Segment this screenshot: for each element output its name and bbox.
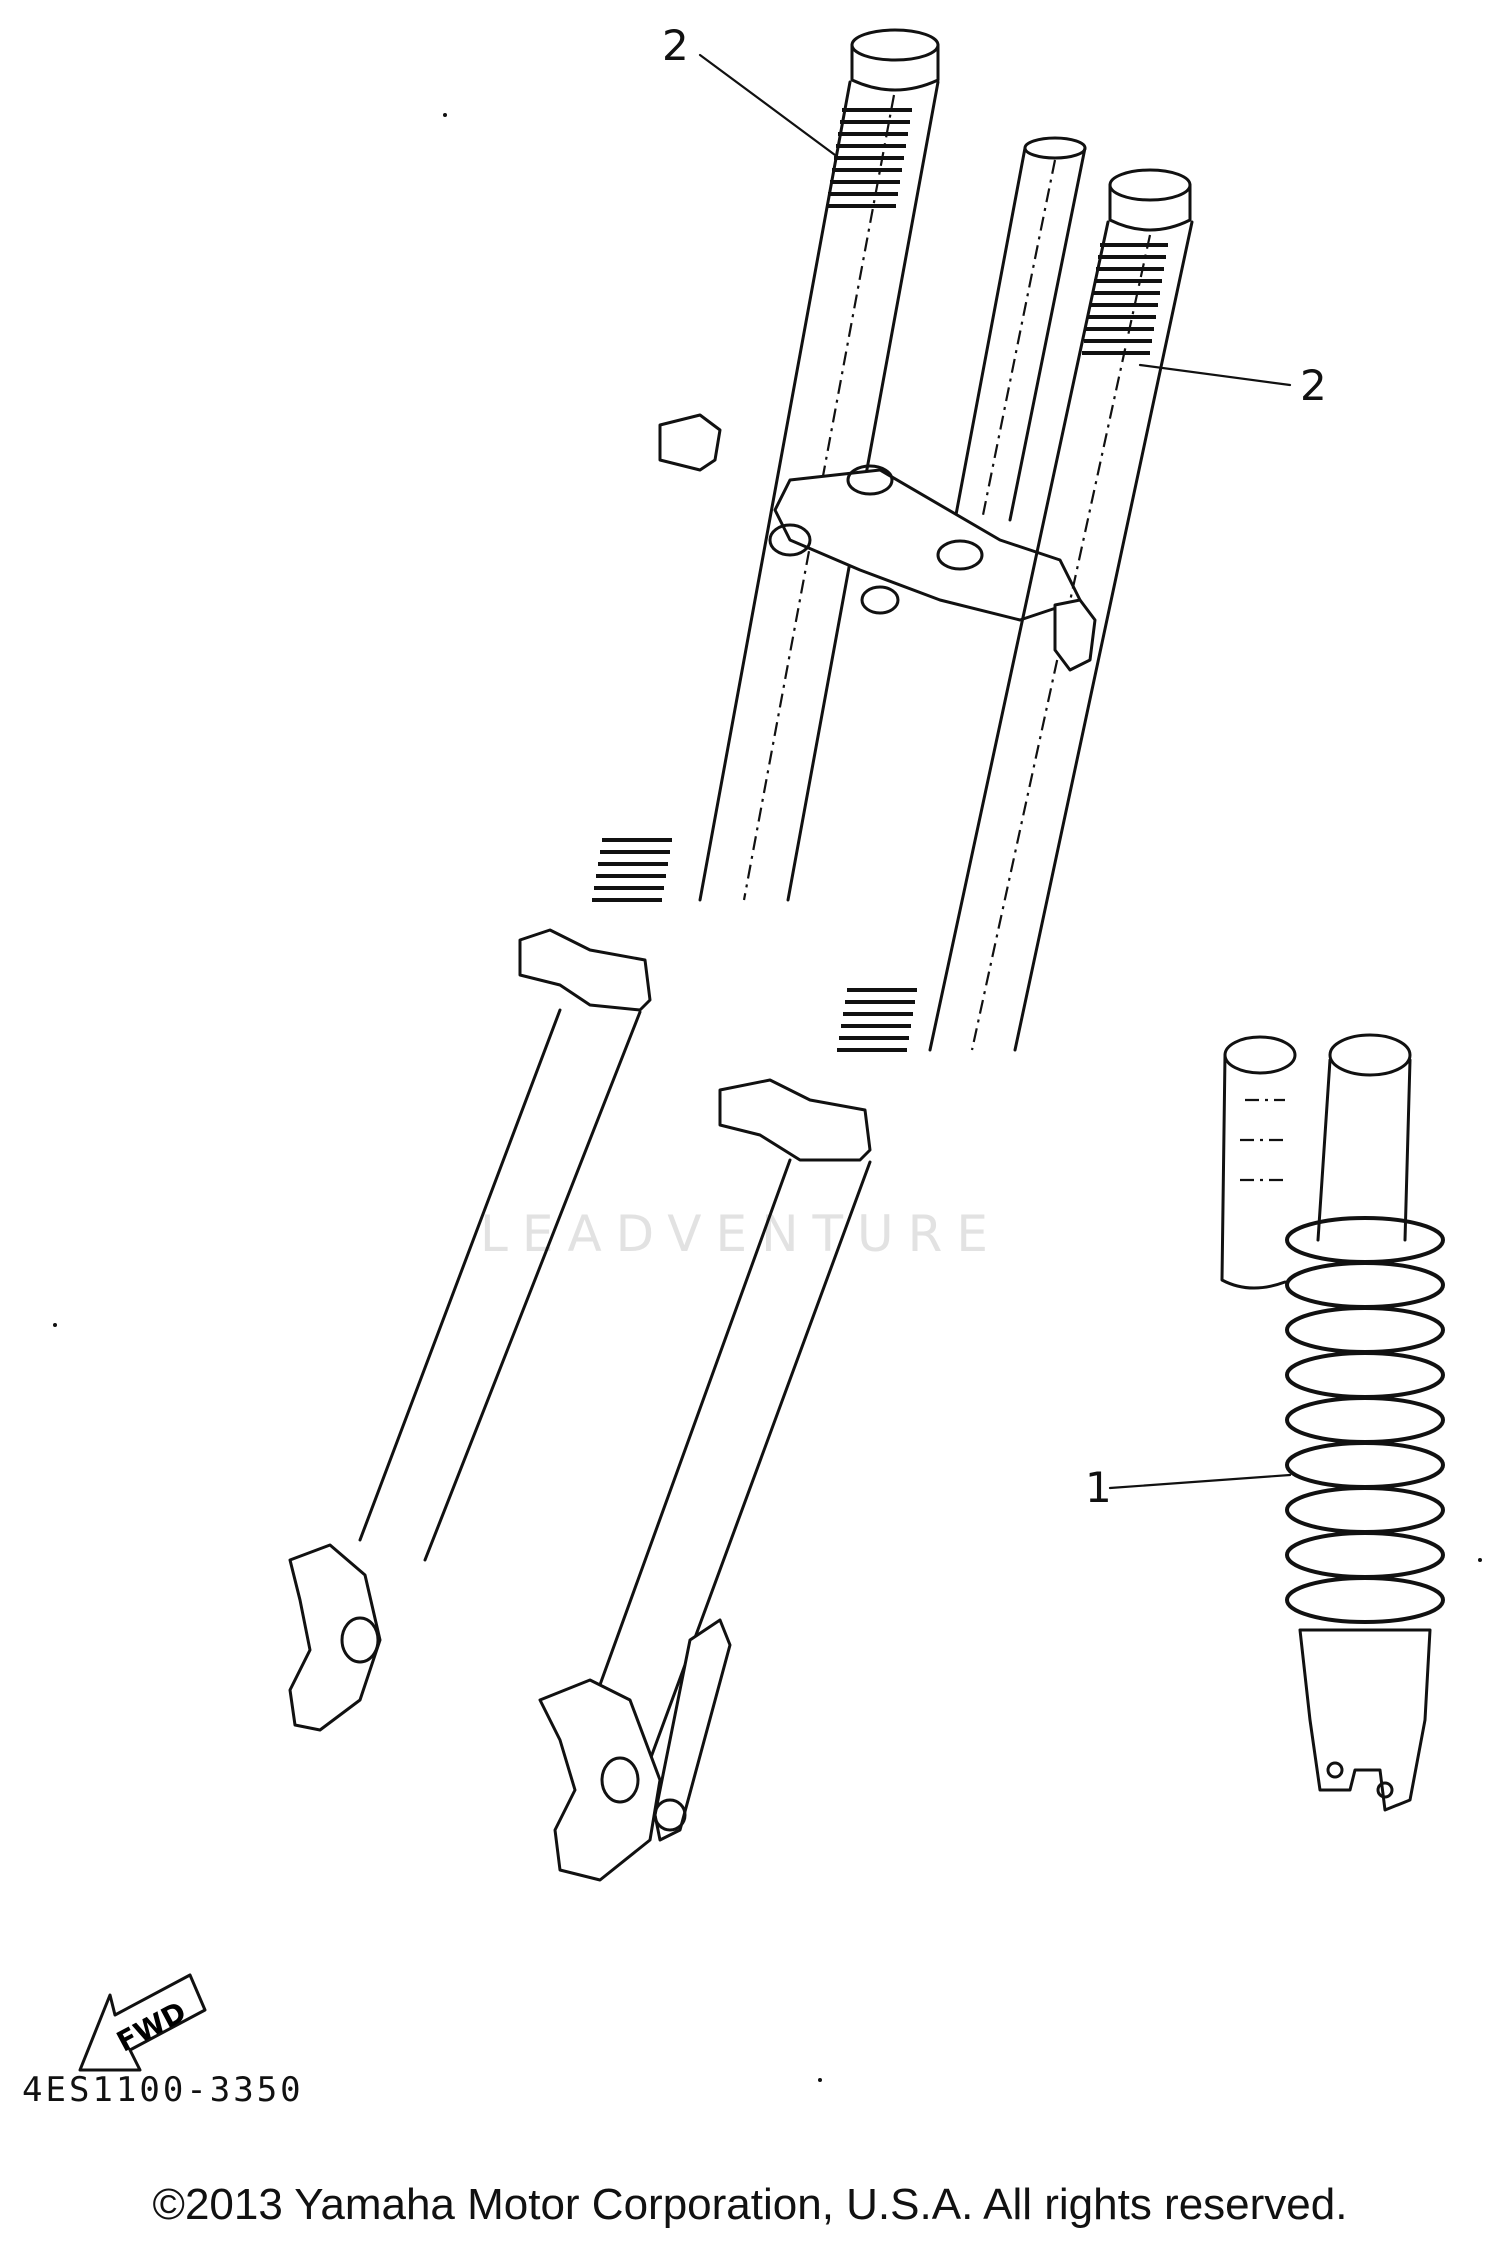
callout-2-right: 2: [1300, 361, 1327, 410]
shock-spring: [1285, 1216, 1445, 1624]
callout-2-top: 2: [662, 21, 689, 70]
callouts: 2 2 1: [662, 21, 1327, 1512]
copyright-notice: ©2013 Yamaha Motor Corporation, U.S.A. A…: [152, 2180, 1348, 2229]
fork-spring-upper-left: [826, 108, 912, 208]
steering-stem: [953, 136, 1087, 522]
triple-clamp: [658, 413, 1082, 622]
fork-spring-upper-right: [1082, 243, 1168, 355]
watermark-text: LEADVENTURE: [480, 1205, 1002, 1263]
right-fork-leg: [538, 168, 1194, 1882]
rear-shock-absorber: [1220, 1033, 1445, 1812]
part-code: 4ES1100-3350: [22, 2070, 304, 2110]
fwd-arrow: FWD: [78, 1973, 207, 2072]
callout-1: 1: [1085, 1463, 1112, 1512]
left-fork-leg: [288, 28, 940, 1732]
